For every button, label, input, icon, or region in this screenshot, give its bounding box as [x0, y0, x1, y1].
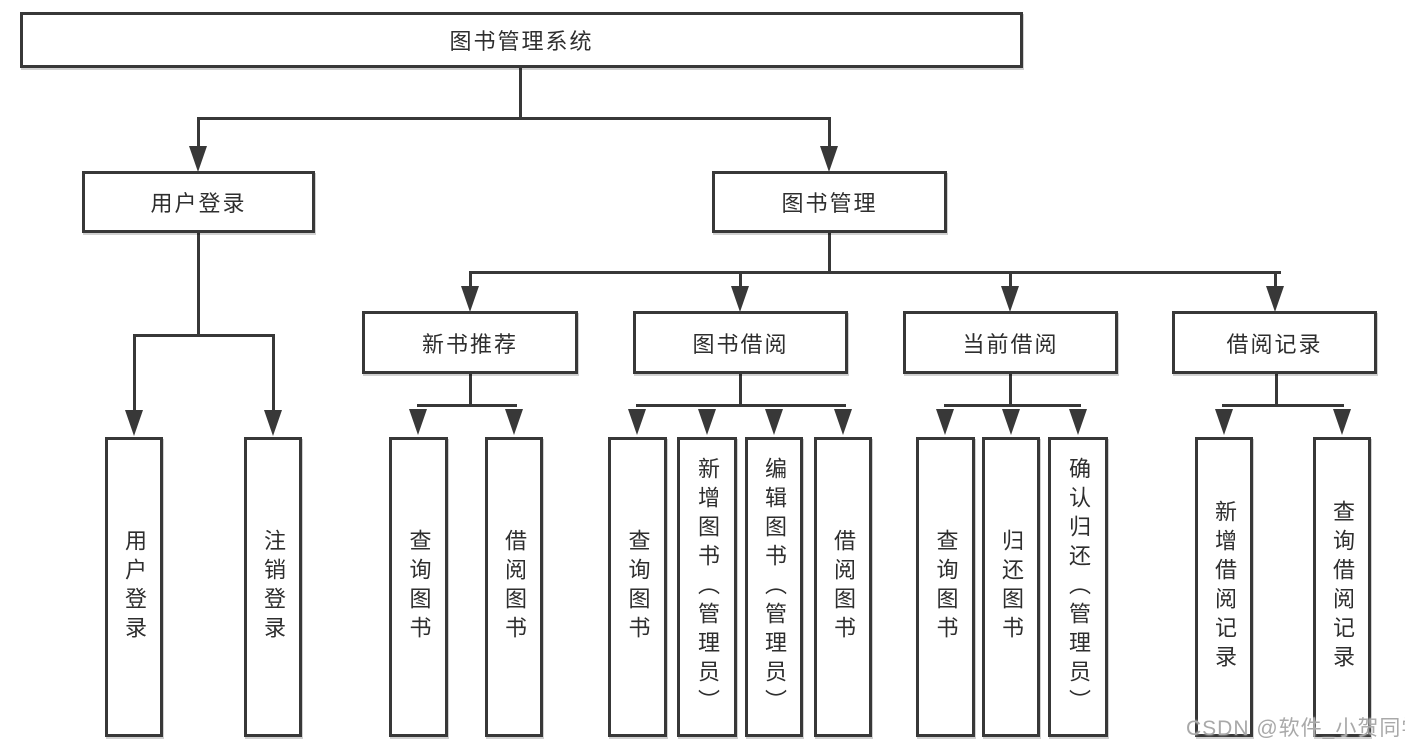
leaf-confirm-return-admin: 确认归还（管理员）	[1048, 437, 1108, 737]
node-label: 借阅记录	[1226, 331, 1323, 357]
connector-line	[636, 404, 846, 407]
leaf-query-books-recommend: 查询图书	[389, 437, 448, 737]
connector-line	[1274, 274, 1277, 286]
node-label: 借阅图书	[831, 529, 856, 645]
node-label: 借阅图书	[502, 529, 527, 645]
connector-line	[197, 233, 200, 335]
node-user-login: 用户登录	[82, 171, 315, 233]
leaf-borrow-books-borrowing: 借阅图书	[814, 437, 872, 737]
connector-line	[469, 271, 1281, 274]
node-label: 新增图书（管理员）	[695, 456, 720, 718]
csdn-watermark: CSDN @软件_小贺同学	[1186, 717, 1405, 740]
leaf-logout: 注销登录	[244, 437, 302, 737]
connector-line	[133, 337, 136, 410]
node-label: 注销登录	[261, 529, 286, 645]
arrow-down-icon	[1002, 409, 1020, 435]
leaf-return-books: 归还图书	[982, 437, 1040, 737]
leaf-borrow-books-recommend: 借阅图书	[485, 437, 543, 737]
connector-line	[197, 117, 831, 120]
node-label: 查询图书	[933, 529, 959, 645]
node-label: 新书推荐	[421, 331, 518, 357]
node-label: 新增借阅记录	[1212, 500, 1237, 674]
node-label: 查询借阅记录	[1330, 500, 1355, 674]
connector-line	[944, 404, 1081, 407]
connector-line	[828, 120, 831, 146]
arrow-down-icon	[1333, 409, 1351, 435]
connector-line	[1009, 274, 1012, 286]
leaf-user-login: 用户登录	[105, 437, 163, 737]
node-label: 确认归还（管理员）	[1066, 456, 1091, 718]
node-label: 用户登录	[150, 191, 247, 216]
node-label: 编辑图书（管理员）	[762, 456, 787, 718]
node-label: 当前借阅	[962, 331, 1059, 357]
node-label: 图书借阅	[692, 331, 789, 357]
leaf-edit-books-admin: 编辑图书（管理员）	[745, 437, 803, 737]
arrow-down-icon	[125, 410, 143, 436]
node-borrowing-records: 借阅记录	[1172, 311, 1377, 374]
connector-line	[1009, 374, 1012, 406]
leaf-add-borrow-record: 新增借阅记录	[1195, 437, 1253, 737]
leaf-query-books-current: 查询图书	[916, 437, 975, 737]
arrow-down-icon	[264, 410, 282, 436]
node-label: 查询图书	[625, 529, 651, 645]
arrow-down-icon	[189, 146, 207, 172]
connector-line	[828, 233, 831, 273]
arrow-down-icon	[628, 409, 646, 435]
node-label: 查询图书	[406, 529, 432, 645]
connector-line	[1275, 374, 1278, 406]
connector-line	[519, 68, 522, 119]
node-label: 图书管理	[781, 191, 878, 216]
arrow-down-icon	[820, 146, 838, 172]
connector-line	[469, 274, 472, 286]
connector-line	[272, 337, 275, 410]
node-new-book-recommendation: 新书推荐	[362, 311, 578, 374]
connector-line	[739, 274, 742, 286]
node-book-borrowing: 图书借阅	[633, 311, 848, 374]
arrow-down-icon	[505, 409, 523, 435]
connector-line	[133, 334, 275, 337]
connector-line	[1222, 404, 1344, 407]
node-book-management: 图书管理	[712, 171, 947, 233]
arrow-down-icon	[1001, 286, 1019, 312]
node-label: 归还图书	[999, 529, 1024, 645]
node-library-system: 图书管理系统	[20, 12, 1023, 68]
arrow-down-icon	[936, 409, 954, 435]
connector-line	[417, 404, 517, 407]
connector-line	[197, 120, 200, 146]
leaf-query-borrow-record: 查询借阅记录	[1313, 437, 1371, 737]
node-current-borrowing: 当前借阅	[903, 311, 1118, 374]
leaf-add-books-admin: 新增图书（管理员）	[677, 437, 737, 737]
connector-line	[469, 374, 472, 406]
node-label: 图书管理系统	[449, 29, 594, 54]
connector-line	[739, 374, 742, 406]
arrow-down-icon	[834, 409, 852, 435]
arrow-down-icon	[1215, 409, 1233, 435]
arrow-down-icon	[731, 286, 749, 312]
node-label: 用户登录	[122, 529, 147, 645]
arrow-down-icon	[765, 409, 783, 435]
arrow-down-icon	[698, 409, 716, 435]
leaf-query-books-borrowing: 查询图书	[608, 437, 667, 737]
arrow-down-icon	[409, 409, 427, 435]
arrow-down-icon	[461, 286, 479, 312]
arrow-down-icon	[1069, 409, 1087, 435]
arrow-down-icon	[1266, 286, 1284, 312]
